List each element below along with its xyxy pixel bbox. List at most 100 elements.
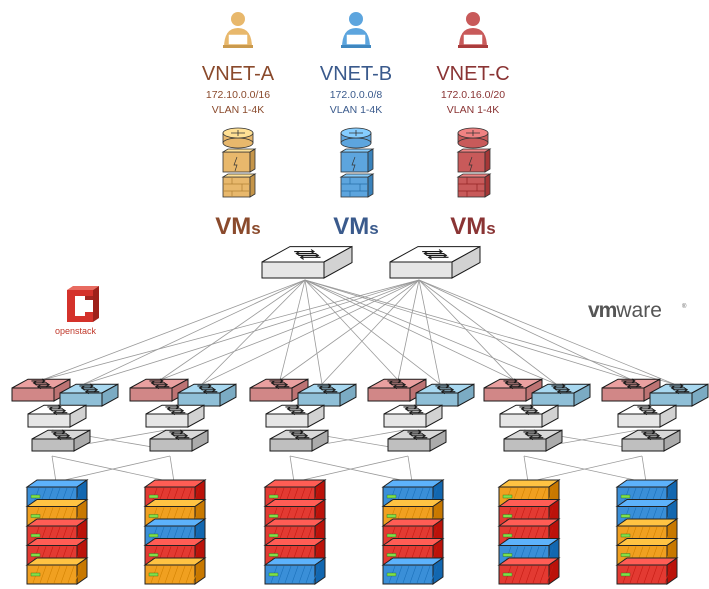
switch-arrows-icon <box>387 378 408 390</box>
tenant-switch-blue <box>531 383 591 407</box>
tor-switch-gray <box>387 429 447 452</box>
switch-arrows-icon <box>197 383 218 395</box>
leaf-group-1 <box>11 378 237 452</box>
tenant-switch-blue <box>415 383 475 407</box>
status-led-icon <box>620 514 631 518</box>
spine-switch-2 <box>389 245 481 279</box>
tor-switch-gray <box>621 429 681 452</box>
server-host-blue <box>381 557 445 585</box>
switch-arrows-icon <box>435 383 456 395</box>
vmware-logo-ware: ware <box>615 299 662 322</box>
status-led-icon <box>386 572 397 577</box>
switch-arrows-icon <box>285 404 306 416</box>
status-led-icon <box>148 533 159 538</box>
server-racks <box>25 479 679 585</box>
router-icon <box>457 127 489 149</box>
switch-arrows-icon <box>169 429 190 441</box>
status-led-icon <box>30 572 41 577</box>
firewall-brick-icon <box>221 173 257 198</box>
server-host-orange <box>25 557 89 585</box>
server-host-red <box>615 557 679 585</box>
switch-arrows-icon <box>519 404 540 416</box>
tor-switch-gray <box>269 429 329 452</box>
status-led-icon <box>502 514 513 518</box>
status-led-icon <box>620 572 631 577</box>
tenant-switch-blue <box>59 383 119 407</box>
openstack-cube-icon <box>67 286 99 322</box>
tor-switch-gray <box>149 429 209 452</box>
spine-switches <box>261 245 481 279</box>
server-block-icon <box>456 148 492 173</box>
switch-arrows-icon <box>422 249 449 260</box>
switch-arrows-icon <box>503 378 524 390</box>
switch-arrows-icon <box>551 383 572 395</box>
status-led-icon <box>620 553 631 557</box>
vms-label: VMs <box>215 213 260 240</box>
status-led-icon <box>620 494 631 499</box>
server-rack-1 <box>25 479 89 585</box>
firewall-brick-icon <box>456 173 492 198</box>
switch-arrows-icon <box>641 429 662 441</box>
tenant-switch-red <box>129 378 189 402</box>
router-firewall-stack <box>456 127 492 198</box>
status-led-icon <box>386 494 397 499</box>
switch-arrows-icon <box>47 404 68 416</box>
tor-switch-white <box>499 404 559 428</box>
user-laptop-icon <box>458 12 488 48</box>
status-led-icon <box>268 553 279 557</box>
switch-arrows-icon <box>403 404 424 416</box>
server-rack-5 <box>497 479 561 585</box>
tor-switch-white <box>383 404 443 428</box>
switch-arrows-icon <box>149 378 170 390</box>
status-led-icon <box>268 514 279 518</box>
status-led-icon <box>268 572 279 577</box>
status-led-icon <box>502 572 513 577</box>
server-rack-2 <box>143 479 207 585</box>
vnet-name: VNET-B <box>320 63 392 85</box>
tenant-switch-blue <box>177 383 237 407</box>
server-host-blue <box>263 557 327 585</box>
tor-switch-white <box>145 404 205 428</box>
vmware-logo-vm: vm <box>588 299 617 322</box>
status-led-icon <box>148 553 159 557</box>
vnet-subnet: 172.10.0.0/16 <box>206 89 270 101</box>
server-block-icon <box>221 148 257 173</box>
spine-switch-1 <box>261 245 353 279</box>
switch-arrows-icon <box>31 378 52 390</box>
router-firewall-stack <box>339 127 375 198</box>
tor-switch-white <box>27 404 87 428</box>
vnet-vlan: VLAN 1-4K <box>447 104 500 116</box>
vnet-name: VNET-A <box>202 63 275 85</box>
status-led-icon <box>502 533 513 538</box>
server-host-red <box>497 557 561 585</box>
vnet-vlan: VLAN 1-4K <box>330 104 383 116</box>
leaf-group-3 <box>483 378 709 452</box>
leaf-group-2 <box>249 378 475 452</box>
status-led-icon <box>148 494 159 499</box>
switch-arrows-icon <box>637 404 658 416</box>
status-led-icon <box>268 533 279 538</box>
switch-arrows-icon <box>51 429 72 441</box>
status-led-icon <box>148 572 159 577</box>
status-led-icon <box>386 533 397 538</box>
tenant-switch-blue <box>649 383 709 407</box>
status-led-icon <box>620 533 631 538</box>
switch-arrows-icon <box>621 378 642 390</box>
router-firewall-stack <box>221 127 257 198</box>
router-icon <box>340 127 372 149</box>
vms-label: VMs <box>333 213 378 240</box>
switch-arrows-icon <box>79 383 100 395</box>
server-rack-6 <box>615 479 679 585</box>
registered-mark-icon: ® <box>682 303 687 310</box>
vnet-vlan: VLAN 1-4K <box>212 104 265 116</box>
status-led-icon <box>30 494 41 499</box>
server-host-orange <box>143 557 207 585</box>
switch-arrows-icon <box>407 429 428 441</box>
status-led-icon <box>148 514 159 518</box>
tenant-switch-blue <box>297 383 357 407</box>
